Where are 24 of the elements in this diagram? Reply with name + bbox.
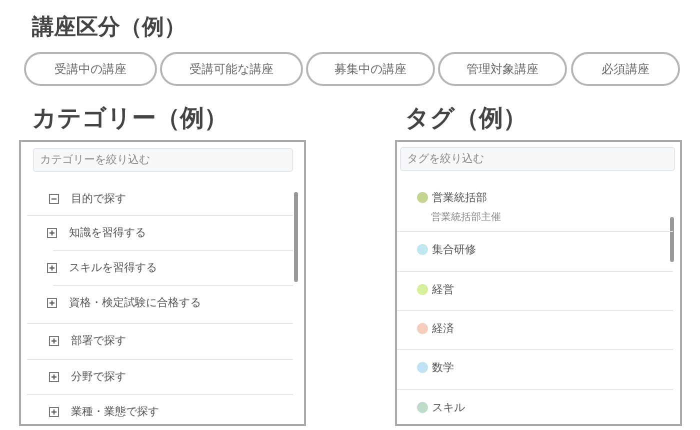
tag-label: 集合研修: [432, 242, 476, 257]
search-field: タグを絞り込む: [400, 147, 675, 171]
category-label: スキルを習得する: [69, 260, 157, 275]
category-pill: 募集中の講座: [306, 52, 435, 86]
panel-heading: タグ（例）: [405, 103, 527, 134]
search-field: カテゴリーを絞り込む: [33, 148, 293, 172]
category-pill: 受講中の講座: [24, 52, 157, 86]
category-label: 業種・業態で探す: [71, 404, 159, 419]
tag-description: 営業統括部主催: [431, 210, 501, 224]
tag-label: 経営: [432, 282, 454, 297]
category-label: 知識を習得する: [69, 225, 146, 240]
category-pill: 管理対象講座: [438, 52, 567, 86]
category-label: 目的で探す: [71, 191, 126, 206]
tag-label: スキル: [432, 400, 465, 415]
category-label: 分野で探す: [71, 369, 126, 384]
section-heading: 講座区分（例）: [32, 14, 186, 42]
panel-heading: カテゴリー（例）: [32, 103, 228, 134]
category-label: 資格・検定試験に合格する: [69, 295, 201, 310]
category-label: 部署で探す: [71, 333, 126, 348]
category-pill: 受講可能な講座: [160, 52, 303, 86]
tag-label: 営業統括部: [432, 190, 487, 205]
category-pill: 必須講座: [571, 52, 680, 86]
tag-label: 経済: [432, 321, 454, 336]
tag-label: 数学: [432, 360, 454, 375]
